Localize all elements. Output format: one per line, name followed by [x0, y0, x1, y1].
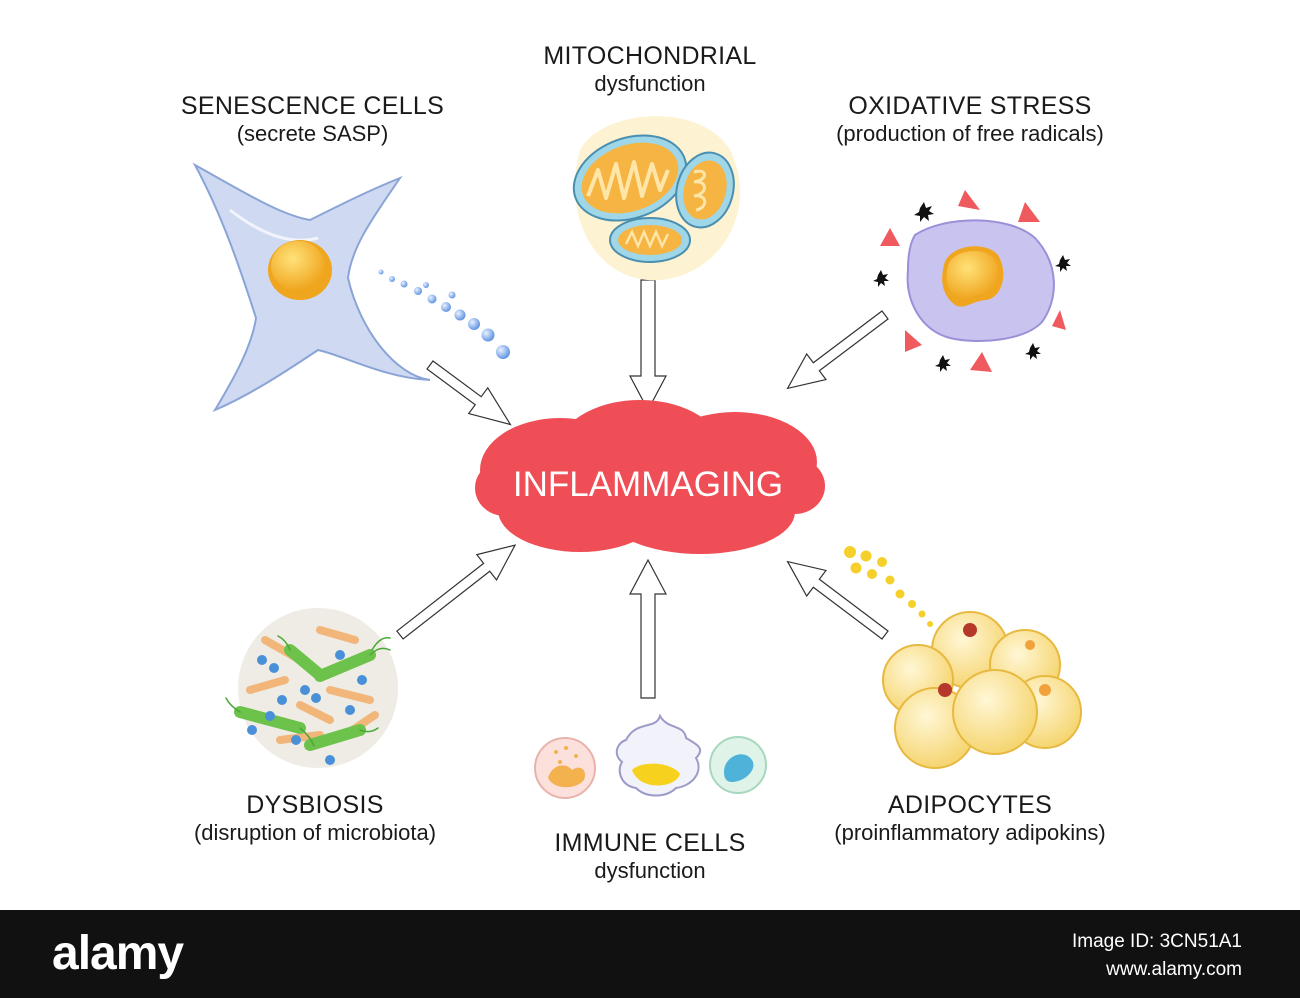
immune-subtitle: dysfunction: [594, 858, 706, 883]
adipocytes-illustration: [844, 546, 1082, 769]
oxidative-label: OXIDATIVE STRESS (production of free rad…: [800, 92, 1140, 147]
watermark-footer: alamy Image ID: 3CN51A1 www.alamy.com: [0, 910, 1300, 998]
mitochondria-illustration: [572, 116, 741, 281]
image-id: Image ID: 3CN51A1: [1071, 931, 1242, 952]
oxidative-subtitle: (production of free radicals): [836, 121, 1104, 146]
immune-cells-illustration: [534, 713, 767, 799]
dysbiosis-title: DYSBIOSIS: [246, 791, 384, 819]
arrow-from-adipocytes: [786, 560, 889, 640]
diagram-canvas: INFLAMMAGING: [192, 116, 1082, 799]
mitochondrial-subtitle: dysfunction: [594, 71, 706, 96]
sasp-particles: [378, 269, 510, 359]
arrow-from-oxidative: [786, 310, 889, 390]
arrow-from-mitochondrial: [629, 279, 667, 412]
senescence-label: SENESCENCE CELLS (secrete SASP): [155, 92, 470, 147]
adipocytes-label: ADIPOCYTES (proinflammatory adipokins): [800, 791, 1140, 846]
inflammaging-label: INFLAMMAGING: [513, 465, 783, 504]
inflammaging-diagram: INFLAMMAGING: [155, 42, 1140, 884]
senescence-subtitle: (secrete SASP): [236, 121, 389, 146]
arrow-from-immune: [629, 558, 667, 699]
site-url: www.alamy.com: [1106, 959, 1242, 980]
oxidative-stress-illustration: [873, 190, 1071, 372]
immune-label: IMMUNE CELLS dysfunction: [500, 829, 800, 884]
arrow-from-senescence: [426, 360, 512, 426]
radical-triangles: [880, 190, 1066, 372]
mitochondrial-label: MITOCHONDRIAL dysfunction: [500, 42, 800, 97]
senescence-title: SENESCENCE CELLS: [180, 92, 445, 120]
arrow-from-dysbiosis: [396, 544, 517, 640]
dysbiosis-illustration: [225, 608, 398, 768]
senescence-cell-illustration: [192, 162, 431, 413]
mitochondrial-title: MITOCHONDRIAL: [543, 42, 757, 70]
adipocytes-subtitle: (proinflammatory adipokins): [834, 820, 1106, 845]
dysbiosis-label: DYSBIOSIS (disruption of microbiota): [165, 791, 465, 846]
dysbiosis-subtitle: (disruption of microbiota): [193, 820, 437, 845]
arrows: [396, 279, 889, 699]
immune-title: IMMUNE CELLS: [554, 829, 746, 857]
free-radicals: [873, 202, 1071, 372]
inflammaging-cloud: [475, 400, 825, 554]
adipokine-particles: [844, 546, 941, 635]
oxidative-title: OXIDATIVE STRESS: [848, 92, 1092, 120]
adipocytes-title: ADIPOCYTES: [887, 791, 1053, 819]
alamy-logo: alamy: [52, 927, 184, 980]
